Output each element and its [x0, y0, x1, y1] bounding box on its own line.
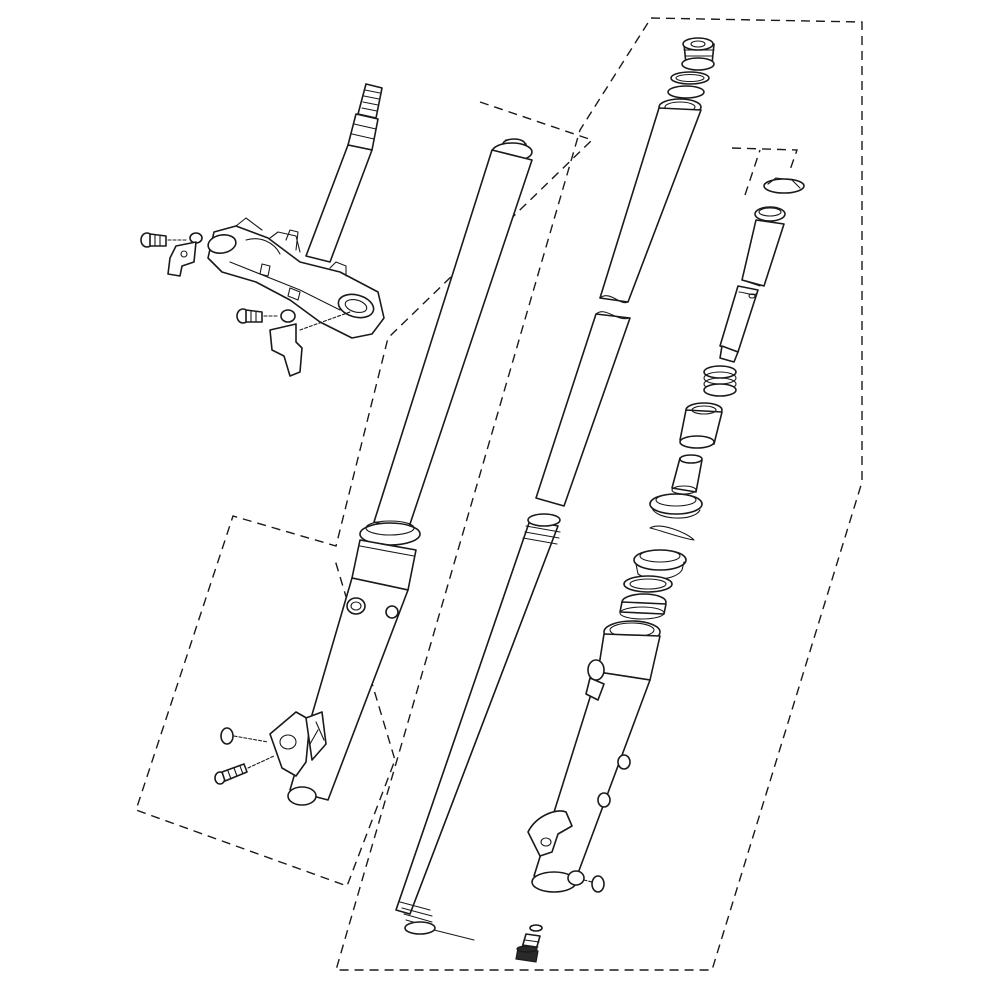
fork-spring[interactable]: [395, 513, 561, 935]
cable-holder-lower[interactable]: [269, 309, 351, 377]
right-washer[interactable]: [583, 875, 605, 893]
seal-washer[interactable]: [623, 575, 673, 593]
slide-bushing-upper[interactable]: [679, 402, 723, 449]
oil-seal[interactable]: [633, 549, 687, 580]
left-washer[interactable]: [220, 727, 269, 745]
rebound-spring[interactable]: [703, 365, 737, 397]
left-fork-assembly[interactable]: [269, 138, 533, 806]
fork-top-bolt[interactable]: [681, 37, 715, 71]
inner-tube[interactable]: [535, 98, 702, 507]
guide-bushing[interactable]: [619, 593, 667, 620]
bottom-bolt[interactable]: [515, 933, 541, 963]
left-axle-bolt[interactable]: [214, 755, 275, 785]
damper-ring[interactable]: [763, 177, 805, 194]
lower-bracket[interactable]: [207, 217, 385, 339]
cable-holder-upper[interactable]: [167, 232, 203, 277]
bottom-bolt-washer[interactable]: [529, 924, 543, 932]
damper-group-boundary: [731, 147, 798, 196]
right-fork-assembly[interactable]: [527, 620, 661, 893]
steering-stem[interactable]: [305, 83, 383, 263]
damper-rod[interactable]: [719, 206, 786, 363]
top-washer[interactable]: [667, 85, 705, 99]
left-fork-boundary: [135, 101, 594, 887]
right-fork-boundary: [335, 17, 863, 971]
seal-clip[interactable]: [649, 525, 695, 541]
dust-seal[interactable]: [649, 493, 703, 519]
top-bolt-oring[interactable]: [670, 71, 710, 85]
spring-leader-line: [433, 929, 475, 941]
slide-bushing-lower[interactable]: [671, 454, 703, 495]
bracket-bolt-upper[interactable]: [140, 232, 187, 248]
bracket-bolt-lower[interactable]: [236, 308, 279, 324]
